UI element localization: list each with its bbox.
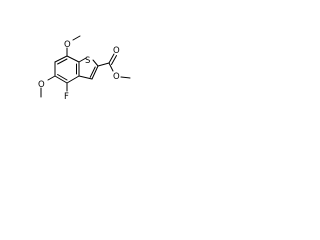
bond-c3-c3a [78, 75, 93, 80]
bond-c3a-c4 [66, 75, 80, 84]
molecule-diagram: S O O F O O [38, 35, 131, 102]
bond-inner-c2-c3 [89, 66, 96, 78]
bond-s-c2 [92, 59, 99, 67]
bond-c4-c5 [54, 75, 68, 84]
bond-c2-ccarbonyl [97, 62, 110, 67]
atom-o-ester: O [113, 72, 120, 82]
bond-c6-c7 [54, 55, 68, 63]
atom-o-top: O [64, 40, 71, 50]
bond-o-top-ch3 [72, 35, 81, 41]
bond-c-o-double-1 [108, 53, 115, 64]
atom-f: F [64, 92, 69, 102]
structure-canvas: S O O F O O [0, 0, 152, 152]
bond-c5-o-left [47, 75, 56, 81]
bond-c2-c3 [91, 65, 99, 80]
bond-c7-c7a [66, 55, 80, 63]
bond-o-ch3 [120, 76, 131, 79]
bond-c7a-s [78, 57, 87, 63]
atom-o-carbonyl: O [113, 46, 120, 56]
bond-inner-c6-c7 [57, 58, 68, 65]
bond-c-o-single [108, 62, 114, 72]
bond-inner-c4-c5 [57, 74, 68, 81]
bond-c-o-double-2 [111, 55, 117, 65]
atom-o-left: O [38, 80, 45, 90]
atom-s: S [85, 56, 90, 66]
